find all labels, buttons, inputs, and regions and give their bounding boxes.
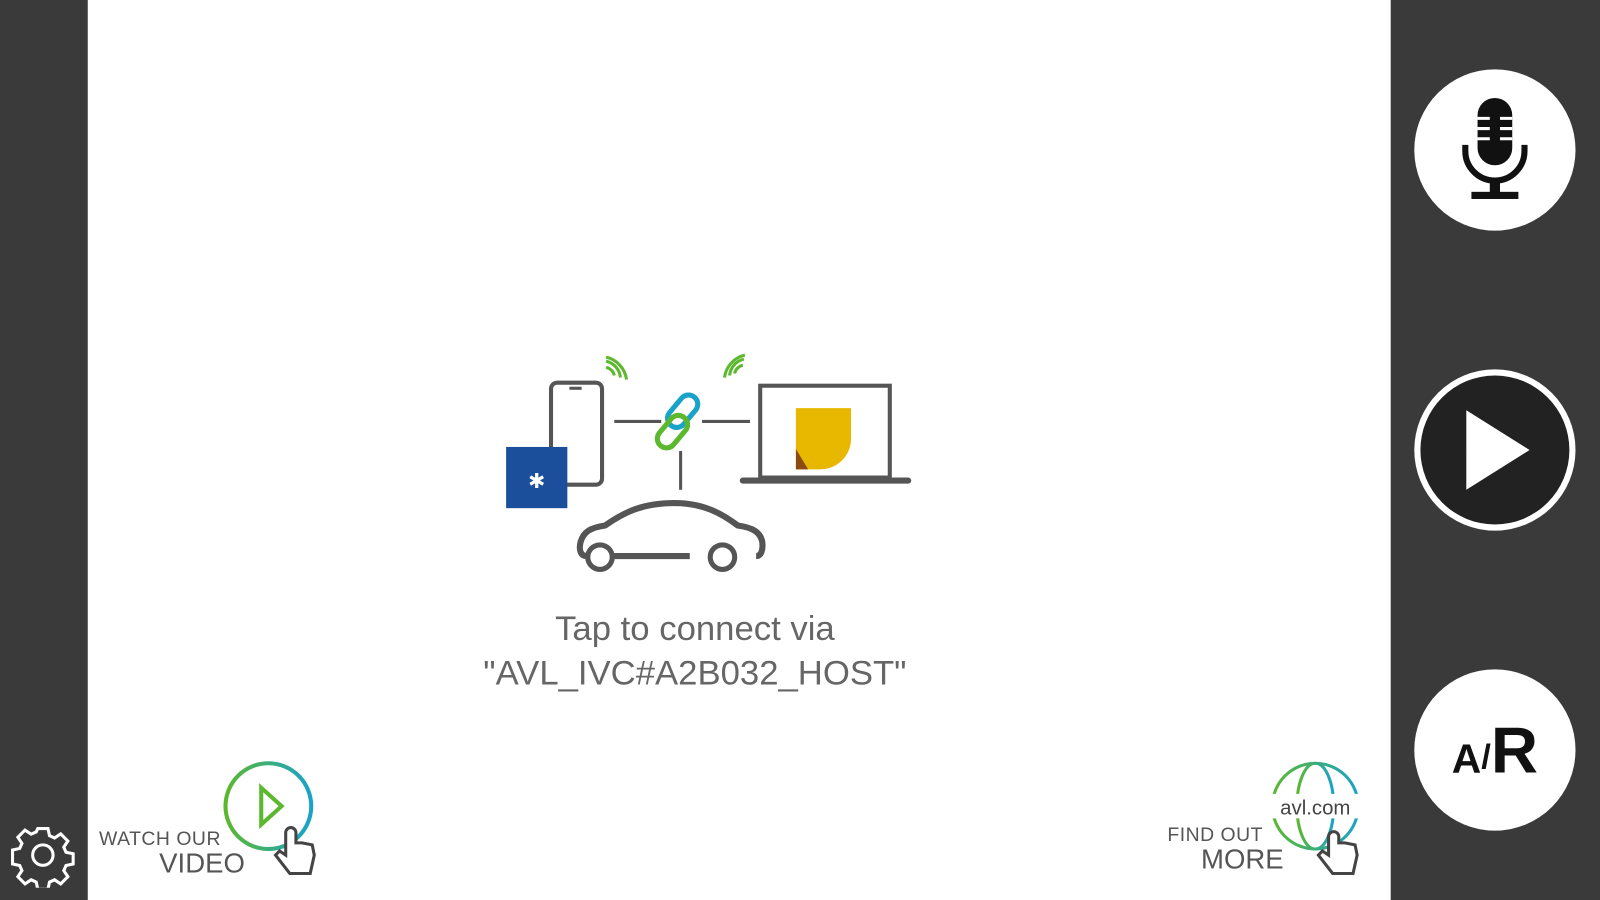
auto-record-button[interactable]: A / R <box>1414 669 1576 831</box>
settings-gear-icon[interactable] <box>10 822 75 888</box>
find-out-line1: FIND OUT <box>1167 824 1263 846</box>
play-button[interactable] <box>1414 369 1576 531</box>
connect-line1: Tap to connect via <box>555 609 835 648</box>
watch-video-line2: VIDEO <box>159 847 245 879</box>
network-tile-icon: ✱ <box>506 446 568 509</box>
microphone-button[interactable] <box>1414 69 1576 231</box>
hand-pointer-icon <box>273 826 316 875</box>
globe-text: avl.com <box>1280 797 1350 819</box>
watch-video-line1: WATCH OUR <box>98 828 221 850</box>
laptop-icon <box>739 383 912 484</box>
video-play-icon <box>223 761 316 875</box>
play-icon <box>1466 410 1530 490</box>
left-sidebar <box>0 0 88 900</box>
ar-a-label: A <box>1451 736 1482 782</box>
ar-slash-label: / <box>1481 737 1491 777</box>
connect-host-name: "AVL_IVC#A2B032_HOST" <box>483 654 907 693</box>
find-out-line2: MORE <box>1201 843 1284 875</box>
globe-icon: avl.com <box>1269 761 1362 875</box>
connection-illustration[interactable]: ✱ <box>490 337 929 582</box>
ar-r-label: R <box>1490 713 1539 787</box>
link-icon <box>654 392 701 451</box>
microphone-icon <box>1462 97 1528 199</box>
wifi-signal-icon <box>605 353 746 380</box>
main-area <box>87 0 1391 900</box>
connect-prompt[interactable]: Tap to connect via "AVL_IVC#A2B032_HOST" <box>88 606 1302 696</box>
svg-text:✱: ✱ <box>528 471 545 493</box>
